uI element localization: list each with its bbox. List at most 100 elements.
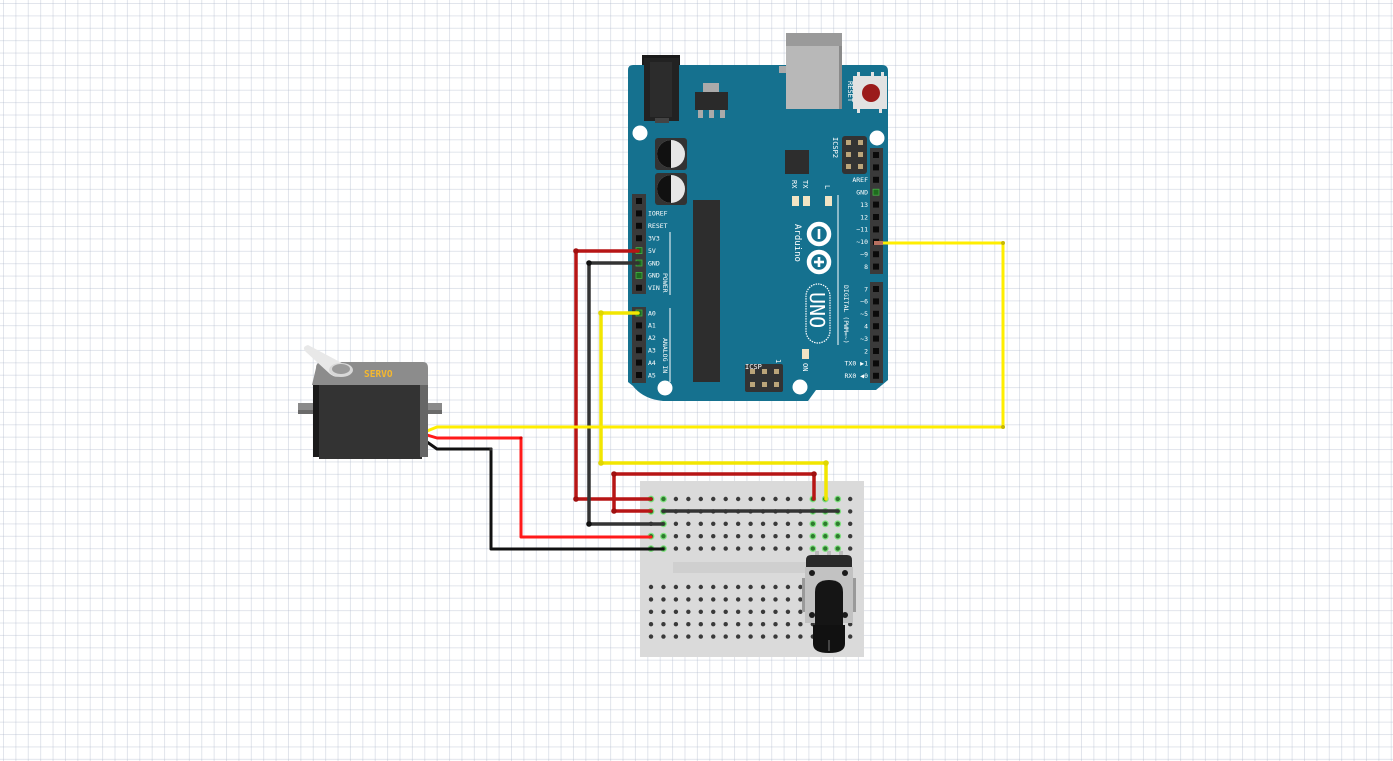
pin-tx0-1[interactable]: [873, 360, 879, 367]
pin-6[interactable]: [873, 298, 879, 305]
breadboard-hole[interactable]: [686, 534, 691, 539]
breadboard-hole[interactable]: [773, 609, 778, 614]
breadboard-hole[interactable]: [686, 622, 691, 627]
breadboard-hole[interactable]: [809, 520, 817, 528]
breadboard-hole[interactable]: [648, 584, 654, 590]
pin-13[interactable]: [873, 201, 879, 208]
pin-2[interactable]: [873, 348, 879, 354]
breadboard-hole[interactable]: [673, 634, 679, 639]
breadboard-hole[interactable]: [748, 584, 753, 590]
breadboard-hole[interactable]: [834, 520, 842, 528]
breadboard-hole[interactable]: [723, 584, 728, 590]
pin-nc[interactable]: [873, 152, 879, 158]
breadboard-hole[interactable]: [735, 584, 741, 590]
breadboard-hole[interactable]: [785, 609, 791, 614]
breadboard-hole[interactable]: [711, 521, 716, 526]
pin-nc[interactable]: [873, 164, 879, 171]
breadboard-hole[interactable]: [735, 622, 741, 627]
breadboard-hole[interactable]: [773, 546, 778, 551]
breadboard-hole[interactable]: [660, 495, 667, 503]
servo-motor[interactable]: SERVO: [298, 345, 442, 459]
breadboard-hole[interactable]: [698, 584, 703, 590]
wire-servo-ground-black[interactable]: [425, 440, 665, 551]
breadboard-hole[interactable]: [821, 532, 829, 540]
breadboard-hole[interactable]: [723, 546, 728, 551]
breadboard-hole[interactable]: [773, 534, 778, 539]
breadboard-hole[interactable]: [735, 597, 741, 602]
potentiometer[interactable]: [802, 551, 856, 653]
reset-button[interactable]: [853, 72, 887, 113]
breadboard-hole[interactable]: [698, 534, 703, 539]
breadboard-hole[interactable]: [773, 584, 778, 590]
pin-gnd[interactable]: [872, 188, 880, 196]
breadboard-hole[interactable]: [711, 496, 716, 502]
breadboard-hole[interactable]: [760, 496, 766, 502]
breadboard-hole[interactable]: [711, 546, 716, 551]
breadboard-hole[interactable]: [798, 584, 803, 590]
breadboard-hole[interactable]: [785, 496, 791, 502]
breadboard-hole[interactable]: [673, 584, 679, 590]
pin-a1[interactable]: [636, 322, 642, 329]
breadboard-hole[interactable]: [798, 534, 803, 539]
breadboard-hole[interactable]: [686, 584, 691, 590]
arduino-uno-board[interactable]: RESET ICSP2 RX TX L Arduino: [628, 33, 888, 401]
potentiometer-knob[interactable]: [813, 625, 845, 653]
breadboard-hole[interactable]: [686, 521, 691, 526]
pin-8[interactable]: [873, 263, 879, 270]
breadboard-hole[interactable]: [848, 496, 853, 502]
breadboard-hole[interactable]: [748, 609, 753, 614]
breadboard-hole[interactable]: [723, 634, 728, 639]
breadboard-hole[interactable]: [673, 609, 679, 614]
breadboard-hole[interactable]: [648, 597, 654, 602]
pin-a2[interactable]: [636, 334, 642, 341]
breadboard-hole[interactable]: [848, 534, 853, 539]
breadboard-hole[interactable]: [735, 609, 741, 614]
pin-a5[interactable]: [636, 372, 642, 378]
breadboard-hole[interactable]: [760, 521, 766, 526]
breadboard-hole[interactable]: [760, 546, 766, 551]
breadboard-hole[interactable]: [773, 496, 778, 502]
breadboard-hole[interactable]: [760, 534, 766, 539]
breadboard-hole[interactable]: [760, 634, 766, 639]
breadboard-hole[interactable]: [748, 521, 753, 526]
breadboard-hole[interactable]: [785, 584, 791, 590]
breadboard-hole[interactable]: [760, 622, 766, 627]
pin-rx0-0[interactable]: [873, 372, 879, 379]
breadboard-hole[interactable]: [785, 546, 791, 551]
breadboard-hole[interactable]: [698, 496, 703, 502]
breadboard-hole[interactable]: [686, 546, 691, 551]
breadboard-hole[interactable]: [661, 609, 666, 614]
breadboard-hole[interactable]: [735, 521, 741, 526]
pin-7[interactable]: [873, 286, 879, 292]
breadboard-hole[interactable]: [673, 597, 679, 602]
pin-a4[interactable]: [636, 359, 642, 366]
breadboard-hole[interactable]: [660, 532, 667, 540]
breadboard-hole[interactable]: [673, 546, 679, 551]
breadboard-hole[interactable]: [785, 597, 791, 602]
wire-gnd-black[interactable]: [587, 261, 665, 526]
breadboard-hole[interactable]: [848, 521, 853, 526]
breadboard-hole[interactable]: [673, 534, 679, 539]
breadboard-hole[interactable]: [661, 597, 666, 602]
breadboard-hole[interactable]: [686, 496, 691, 502]
breadboard-hole[interactable]: [686, 597, 691, 602]
pin-a3[interactable]: [636, 347, 642, 354]
breadboard-hole[interactable]: [748, 496, 753, 502]
breadboard-hole[interactable]: [809, 532, 817, 540]
pin-nc[interactable]: [636, 198, 642, 204]
breadboard-hole[interactable]: [834, 495, 842, 503]
breadboard-hole[interactable]: [711, 534, 716, 539]
breadboard-hole[interactable]: [798, 496, 803, 502]
breadboard-hole[interactable]: [711, 597, 716, 602]
breadboard-hole[interactable]: [673, 622, 679, 627]
breadboard-hole[interactable]: [711, 622, 716, 627]
breadboard-hole[interactable]: [648, 622, 654, 627]
breadboard-hole[interactable]: [821, 545, 829, 552]
breadboard-hole[interactable]: [760, 597, 766, 602]
breadboard-hole[interactable]: [773, 521, 778, 526]
pin-ioref[interactable]: [636, 210, 642, 217]
breadboard-hole[interactable]: [748, 622, 753, 627]
breadboard-hole[interactable]: [748, 546, 753, 551]
breadboard-hole[interactable]: [821, 520, 829, 528]
breadboard-hole[interactable]: [748, 634, 753, 639]
